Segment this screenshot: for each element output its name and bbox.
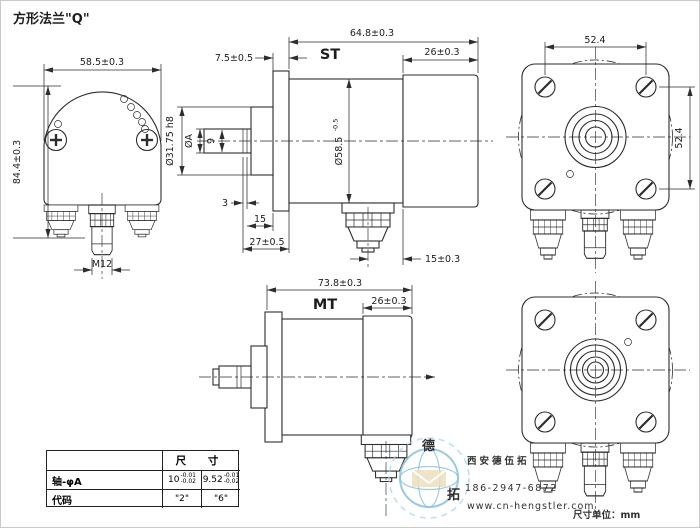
dim-st-groove-pos: 15 — [254, 214, 266, 225]
table-corner-cell — [47, 451, 162, 470]
dim-front-height: 84.4±0.3 — [12, 140, 23, 184]
page-title: 方形法兰"Q" — [13, 11, 90, 27]
logo-dashed-ring — [388, 437, 470, 519]
st-rear-view: 52.4 52.4 — [506, 35, 695, 273]
dim-front-width: 58.5±0.3 — [80, 57, 124, 68]
mt-side-view: 73.8±0.3 MT 26±0.3 — [199, 278, 435, 519]
watermark: 德 拓 西安德伍拓 186-2947-6872 www.cn-hengstler… — [388, 437, 640, 521]
table-row-shaft-label: 轴-φA — [47, 470, 162, 489]
dim-st-groove: 3 — [222, 198, 228, 209]
dim-mt-rear-cap: 26±0.3 — [371, 296, 406, 307]
front-hole-4 — [138, 118, 146, 126]
unit-note: 尺寸单位：mm — [573, 509, 640, 521]
table-header-size: 尺 寸 — [162, 451, 240, 470]
dim-rear-hole-spacing-v: 52.4 — [674, 127, 685, 148]
logo-char-bottom: 拓 — [447, 487, 460, 503]
front-cable-gland-left — [43, 204, 79, 238]
watermark-logo: 德 拓 — [388, 437, 470, 519]
front-hole-3 — [133, 111, 141, 119]
table-row-code-label: 代码 — [47, 489, 162, 508]
dim-st-body-diameter: Ø58.5 — [334, 137, 345, 166]
dim-st-flange-offset: 7.5±0.5 — [215, 53, 253, 64]
dim-st-shaft-length: 27±0.5 — [249, 237, 284, 248]
st-side-view: 64.8±0.3 ST 26±0.3 7.5±0.5 Ø31.75 h8 ØA … — [165, 28, 493, 267]
front-hole-left — [54, 120, 62, 128]
dim-st-gland-pos: 15±0.3 — [425, 254, 460, 265]
logo-envelope — [412, 470, 446, 487]
dim-st-body-tolerance: -0.5 — [332, 119, 340, 132]
tolerance-stack: -0.01-0.02 — [223, 472, 240, 485]
dim-st-length: 64.8±0.3 — [350, 28, 394, 39]
table-code-2: "6" — [201, 489, 240, 508]
dim-st-shaft-step: 9 — [206, 138, 217, 144]
tolerance-stack: -0.01-0.02 — [180, 472, 196, 485]
rear-st-m12-connector — [580, 209, 610, 259]
rear-mt-pin-hole — [624, 338, 632, 346]
st-rear-cap — [402, 74, 479, 208]
watermark-company: 西安德伍拓 — [467, 455, 530, 467]
st-label: ST — [320, 47, 340, 63]
rear-st-pin-hole — [566, 170, 574, 178]
front-view: 58.5±0.3 84.4±0.3 M12 — [12, 57, 162, 279]
rear-st-gland-right — [620, 209, 656, 260]
dim-mt-length: 73.8±0.3 — [318, 278, 362, 289]
mt-label: MT — [313, 297, 337, 313]
shaft-dimension-table: 尺 寸 轴-φA 10-0.01-0.02 9.52-0.01-0.02 代码 … — [46, 450, 240, 508]
front-hole-5 — [141, 125, 149, 133]
dim-rear-hole-spacing-h: 52.4 — [584, 35, 605, 46]
watermark-phone: 186-2947-6872 — [465, 483, 558, 494]
watermark-website: www.cn-hengstler.com — [467, 501, 595, 512]
dim-st-pilot: Ø31.75 h8 — [165, 116, 176, 166]
table-shaft-d1: 10-0.01-0.02 — [162, 470, 201, 489]
rear-mt-m12-connector — [580, 442, 610, 497]
front-hole-2 — [127, 103, 135, 111]
rear-st-gland-left — [530, 209, 566, 260]
mt-rear-view — [506, 281, 690, 513]
dim-st-rear-cap: 26±0.3 — [424, 47, 459, 58]
table-code-1: "2" — [162, 489, 201, 508]
rear-mt-gland-right — [620, 442, 656, 493]
front-cable-gland-right — [124, 204, 160, 238]
table-shaft-d2: 9.52-0.01-0.02 — [201, 470, 240, 489]
dim-st-shaft-diameter: ØA — [184, 134, 195, 148]
logo-char-top: 德 — [422, 438, 435, 454]
dim-front-connector: M12 — [92, 259, 112, 270]
front-hole-1 — [120, 95, 128, 103]
